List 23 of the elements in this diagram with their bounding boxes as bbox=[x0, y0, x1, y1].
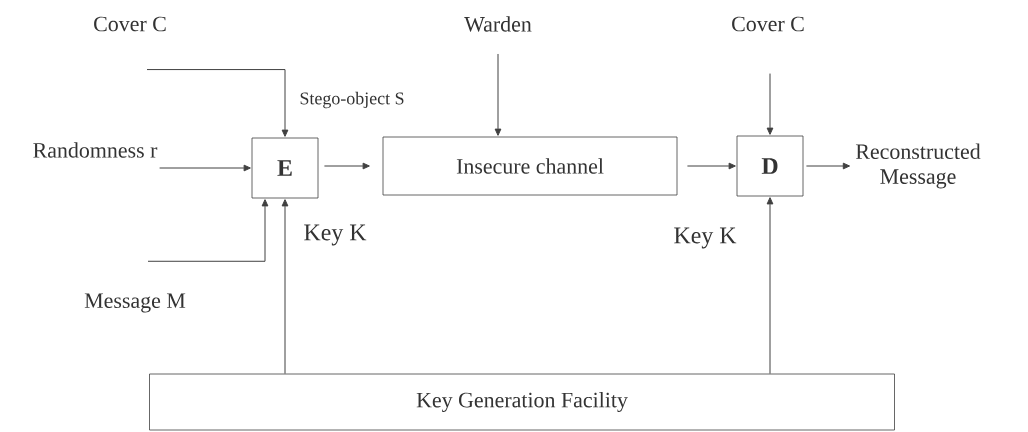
encoder-box: E bbox=[251, 137, 319, 199]
arrow bbox=[323, 162, 370, 170]
edge-label: Key K bbox=[304, 224, 367, 246]
input-label: Randomness r bbox=[33, 142, 158, 158]
arrow bbox=[766, 197, 774, 375]
arrow bbox=[766, 73, 774, 135]
arrow bbox=[494, 53, 502, 136]
input-label: Message M bbox=[84, 293, 186, 313]
channel-box: Insecure channel bbox=[382, 136, 678, 196]
decoder-box: D bbox=[736, 135, 804, 197]
arrow bbox=[159, 164, 251, 172]
arrow bbox=[805, 162, 851, 170]
warden-label: Warden bbox=[464, 16, 532, 32]
cover-label: Cover C bbox=[732, 16, 804, 32]
arrow bbox=[281, 199, 289, 375]
arrow bbox=[146, 69, 289, 137]
output-label: Reconstructed Message bbox=[855, 143, 981, 189]
edge-label: Key K bbox=[674, 227, 737, 249]
key-generator-box: Key Generation Facility bbox=[149, 373, 895, 431]
arrow bbox=[147, 199, 269, 262]
arrow bbox=[686, 162, 736, 170]
cover-label: Cover C bbox=[94, 16, 166, 32]
signal-label: Stego-object S bbox=[300, 91, 404, 109]
